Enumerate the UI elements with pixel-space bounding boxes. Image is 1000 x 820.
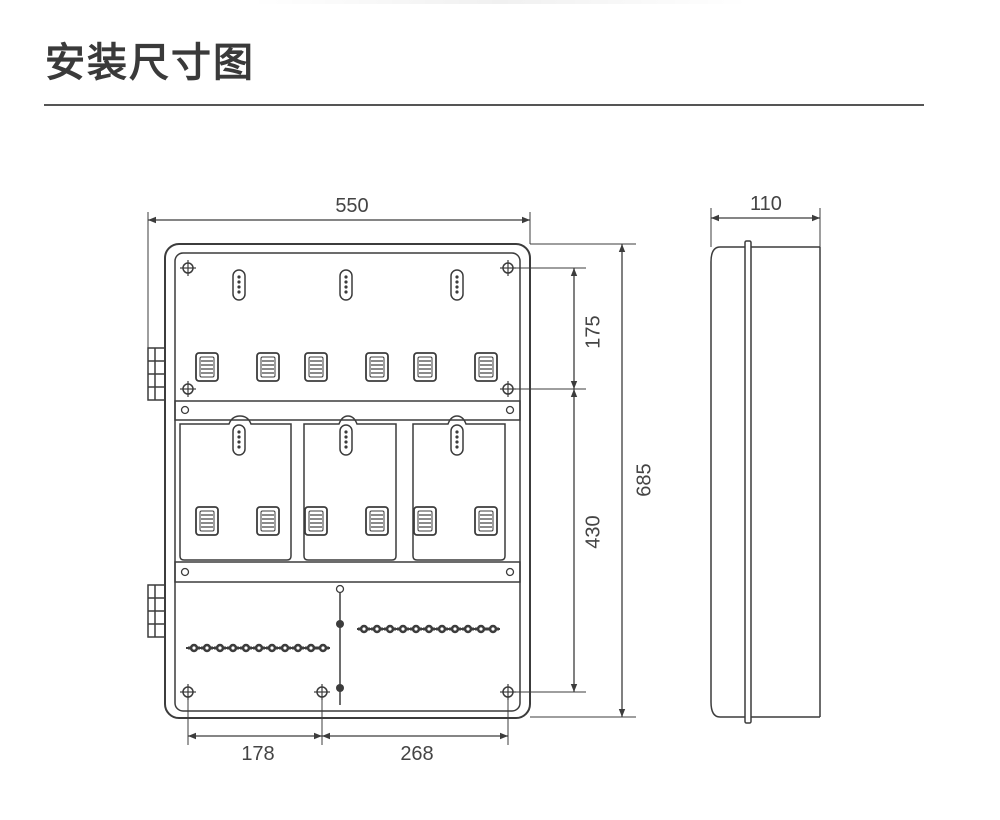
top-fade (250, 0, 750, 4)
dim-label-height: 685 (633, 463, 655, 496)
page-title: 安装尺寸图 (45, 40, 255, 86)
front-view-enclosure (147, 243, 531, 719)
side-view-enclosure (710, 240, 821, 724)
dimension-lines (148, 214, 820, 740)
meter-compartments (179, 415, 506, 561)
extension-lines (147, 208, 821, 745)
dim-label-bottom-left: 178 (241, 743, 274, 765)
mounting-holes (179, 259, 517, 701)
dim-label-lower-spacing: 430 (582, 515, 604, 548)
dim-label-width: 550 (335, 195, 368, 217)
terminal-block-right (356, 623, 501, 635)
dim-label-depth: 110 (750, 193, 782, 215)
upper-brackets (195, 352, 498, 382)
dim-label-upper-spacing: 175 (582, 315, 604, 348)
terminal-block-left (186, 642, 331, 654)
dim-label-bottom-right: 268 (400, 743, 433, 765)
title-divider (44, 104, 924, 106)
meter-brackets (195, 506, 498, 536)
partition-holes (180, 405, 515, 692)
